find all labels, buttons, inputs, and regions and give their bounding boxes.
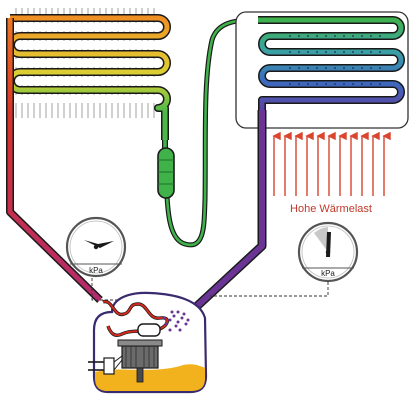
vapor-dot <box>379 83 381 85</box>
vapor-dot <box>170 310 174 314</box>
vapor-dot <box>298 51 300 53</box>
vapor-dot <box>325 35 327 37</box>
vapor-dot <box>325 67 327 69</box>
vapor-dot <box>325 83 327 85</box>
vapor-dot <box>307 83 309 85</box>
vapor-dot <box>298 83 300 85</box>
vapor-dot <box>316 51 318 53</box>
pressure-gauge-low: kPa <box>210 221 359 297</box>
vapor-dot <box>370 67 372 69</box>
vapor-dot <box>289 83 291 85</box>
vapor-dot <box>379 67 381 69</box>
compressor <box>88 291 208 394</box>
vapor-dot <box>370 51 372 53</box>
vapor-dot <box>172 314 176 318</box>
vapor-dot <box>361 35 363 37</box>
vapor-dot <box>361 83 363 85</box>
vapor-dot <box>361 51 363 53</box>
vapor-dot <box>289 67 291 69</box>
vapor-dot <box>352 83 354 85</box>
heat-load-label: Hohe Wärmelast <box>290 203 372 215</box>
condenser-coil <box>7 8 171 140</box>
vapor-dot <box>180 316 184 320</box>
oil-sump <box>95 364 205 391</box>
vapor-dot <box>316 35 318 37</box>
vapor-dot <box>334 35 336 37</box>
vapor-dot <box>176 320 180 324</box>
vapor-dot <box>352 51 354 53</box>
gauge-left-unit: kPa <box>89 266 103 275</box>
vapor-dot <box>334 67 336 69</box>
pressure-gauge-high: kPa <box>65 216 127 301</box>
vapor-dot <box>168 318 172 322</box>
vapor-dot <box>307 67 309 69</box>
vapor-dot <box>178 328 182 332</box>
vapor-dot <box>164 322 168 326</box>
vapor-dot <box>298 35 300 37</box>
filter-drier <box>157 147 175 199</box>
vapor-dot <box>370 83 372 85</box>
vapor-dot <box>325 51 327 53</box>
vapor-dot <box>298 67 300 69</box>
vapor-dot <box>361 67 363 69</box>
vapor-dot <box>343 51 345 53</box>
gauge-right-unit: kPa <box>321 269 335 278</box>
vapor-dot <box>334 51 336 53</box>
vapor-dot <box>176 310 180 314</box>
evaporator <box>235 11 409 129</box>
vapor-dot <box>343 67 345 69</box>
vapor-dot <box>307 51 309 53</box>
vapor-dot <box>182 312 186 316</box>
heat-load-arrows <box>272 131 391 196</box>
vapor-dot <box>379 35 381 37</box>
vapor-dot <box>174 324 178 328</box>
vapor-dot <box>343 35 345 37</box>
discharge-line <box>6 18 103 303</box>
vapor-dot <box>379 51 381 53</box>
refrigerant-bubbles <box>289 35 381 85</box>
gauge-needle <box>84 240 114 248</box>
motor <box>121 345 159 369</box>
vapor-dot <box>186 318 190 322</box>
suction-line <box>191 110 267 312</box>
vapor-dot <box>316 67 318 69</box>
condenser-fins <box>15 8 155 118</box>
vapor-dot <box>370 35 372 37</box>
suction-vapor <box>162 310 190 332</box>
vapor-dot <box>168 328 172 332</box>
vapor-dot <box>307 35 309 37</box>
vapor-dot <box>184 322 188 326</box>
electrical-terminal <box>88 355 123 375</box>
vapor-dot <box>352 67 354 69</box>
vapor-dot <box>316 83 318 85</box>
vapor-dot <box>343 83 345 85</box>
gauge-zone <box>314 227 328 252</box>
vapor-dot <box>289 51 291 53</box>
vapor-dot <box>352 35 354 37</box>
vapor-dot <box>289 35 291 37</box>
vapor-dot <box>162 316 166 320</box>
vapor-dot <box>334 83 336 85</box>
